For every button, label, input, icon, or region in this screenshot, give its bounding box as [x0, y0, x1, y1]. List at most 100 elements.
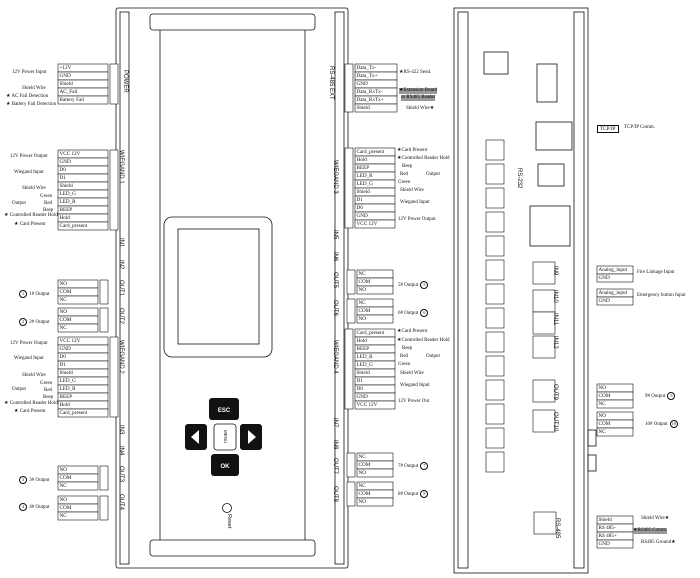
power-terminal-0: +12V: [59, 65, 72, 71]
wiegand2-ann-present: ★ Card Present: [14, 409, 46, 414]
power-ann-12v: 12V Power Input: [12, 70, 47, 75]
in11-label: IN11: [552, 313, 558, 326]
wiegand4-terminal-6: D1: [356, 378, 363, 384]
wiegand4-port-label: WIEGAND 4: [332, 340, 338, 374]
wiegand4-terminal-4: LED_G: [356, 362, 373, 368]
rj45-port: [535, 121, 573, 151]
out5-terminal-1: COM: [358, 279, 371, 285]
out2-ann-text: 2# Output: [28, 320, 50, 326]
out7-ann: 7# Output 7: [398, 462, 429, 470]
reset-button[interactable]: [222, 503, 232, 513]
wiegand2-terminal-4: Shield: [59, 370, 73, 376]
out2-cell-2: [57, 323, 99, 333]
wiegand2-terminal-8: Hold: [59, 402, 70, 408]
wiegand3-terminal-7: D0: [356, 205, 363, 211]
wiegand2-terminal-0: VCC 12V: [59, 338, 81, 344]
fire-terminal-0: Analog_input: [598, 267, 628, 273]
rs485ext-ann-shield: Shield Wire★: [406, 106, 435, 111]
wiegand2-strip: [109, 336, 119, 418]
out9-ann: 9# Output 9: [645, 392, 676, 400]
rd-module: [529, 205, 571, 247]
rd-connector-6: [533, 511, 557, 535]
out10-cell-2: [596, 427, 634, 437]
wiegand4-ann-output: Output: [426, 354, 440, 359]
rd-strip-3: [485, 211, 505, 233]
wiegand4-ann-beep: Beep: [402, 346, 413, 351]
emergency-ann: Emergency button Input: [637, 293, 686, 298]
rd-connector-2: [532, 311, 556, 335]
rd-strip-13: [485, 451, 505, 473]
wiegand1-ann-power: 12V Power Output: [10, 154, 48, 159]
wiegand1-terminal-6: LED_R: [59, 199, 76, 205]
rs485ext-port-label: RS-485 EXT: [328, 66, 334, 100]
wiegand2-terminal-1: GND: [59, 346, 71, 352]
rd-strip-5: [485, 259, 505, 281]
rs485ext-terminal-0: Data_Tx-: [356, 65, 377, 71]
out1-cell-2: [57, 295, 99, 305]
wiegand3-strip: [344, 147, 354, 229]
wiegand3-terminal-9: VCC 12V: [356, 221, 378, 227]
emergency-terminal-1: GND: [598, 298, 610, 304]
out9-terminal-1: COM: [598, 393, 611, 399]
wiegand4-terminal-0: Card_present: [356, 330, 385, 336]
out7-terminal-2: NO: [358, 470, 367, 476]
out9-terminal-2: NC: [598, 401, 606, 407]
rs485ext-ann-send: ★RS-422 Send.: [399, 70, 432, 75]
out2-terminal-2: NC: [59, 325, 67, 331]
wiegand1-strip: [109, 149, 119, 231]
wiegand2-terminal-2: D0: [59, 354, 66, 360]
out6-strip: [346, 298, 356, 324]
wiegand2-terminal-9: Card_present: [59, 410, 88, 416]
fire-terminal-1: GND: [598, 275, 610, 281]
out5-ann-number: 5: [420, 281, 429, 289]
wiegand2-ann-red: Red: [44, 388, 53, 393]
power-terminal-3: AC_Fail: [59, 89, 78, 95]
wiegand3-port-label: WIEGAND 3: [332, 160, 338, 194]
wiegand1-port-label: WIEGAND 1: [118, 150, 124, 184]
rd-strip-4: [485, 235, 505, 257]
esc-button[interactable]: [209, 398, 239, 420]
power-terminal-4: Battery Fail: [59, 97, 85, 103]
out3-terminal-1: COM: [59, 475, 72, 481]
out8-cell-2: [356, 497, 394, 507]
out9-ann-text: 9# Output: [645, 394, 667, 400]
out2-strip: [99, 307, 109, 333]
wiegand2-ann-output: Output: [12, 387, 26, 392]
power-strip: [109, 63, 119, 105]
rd-strip-6: [485, 283, 505, 305]
rs485ext-terminal-1: Data_Tx+: [356, 73, 378, 79]
rs485ext-cell-5: [354, 103, 398, 113]
rs485ext-ann-ext: ★Extension Board: [399, 88, 437, 94]
rd-conn-a: [483, 51, 509, 75]
out4-strip: [99, 495, 109, 521]
wiegand4-ann-power: 12V Power Out: [398, 399, 430, 404]
out1-ann-text: 1# Output: [28, 292, 50, 298]
rs485-port-label: RS-485: [554, 518, 560, 539]
out10-ann: 10# Output 10: [645, 420, 679, 428]
rs485-terminal-3: GND: [598, 541, 610, 547]
wiegand1-ann-green: Green: [40, 194, 53, 199]
out1-ann: 1 1# Output: [18, 290, 49, 298]
rd-strip-0: [485, 139, 505, 161]
wiegand4-ann-shield: Shield Wire: [400, 371, 424, 376]
svg-text:ESC: ESC: [218, 408, 231, 414]
in10-label: IN10: [552, 290, 558, 303]
power-ann-shield: Shield Wire: [22, 86, 46, 91]
rs485ext-strip: [344, 63, 354, 113]
right-device-body: [453, 7, 589, 574]
ok-button[interactable]: [211, 454, 239, 476]
out8-terminal-2: NO: [358, 499, 367, 505]
menu-button[interactable]: [213, 423, 237, 451]
rd-strip-11: [485, 403, 505, 425]
wiegand1-terminal-8: Hold: [59, 215, 70, 221]
keypad[interactable]: ESC OK: [185, 398, 262, 513]
rs485-terminal-2: RS 485+: [598, 533, 617, 539]
wiegand2-ann-hold: ★ Controlled Reader Hold: [4, 401, 58, 406]
wiegand3-ann-power: 12V Power Output: [398, 217, 436, 222]
menu-label: MENU: [223, 430, 228, 444]
wiegand3-ann-present: ★Card Present: [397, 148, 428, 153]
out3-ann: 3 3# Output: [18, 476, 49, 484]
right-rail: [334, 11, 345, 565]
in12-label: IN12: [552, 336, 558, 349]
wiegand1-terminal-5: LED_G: [59, 191, 76, 197]
